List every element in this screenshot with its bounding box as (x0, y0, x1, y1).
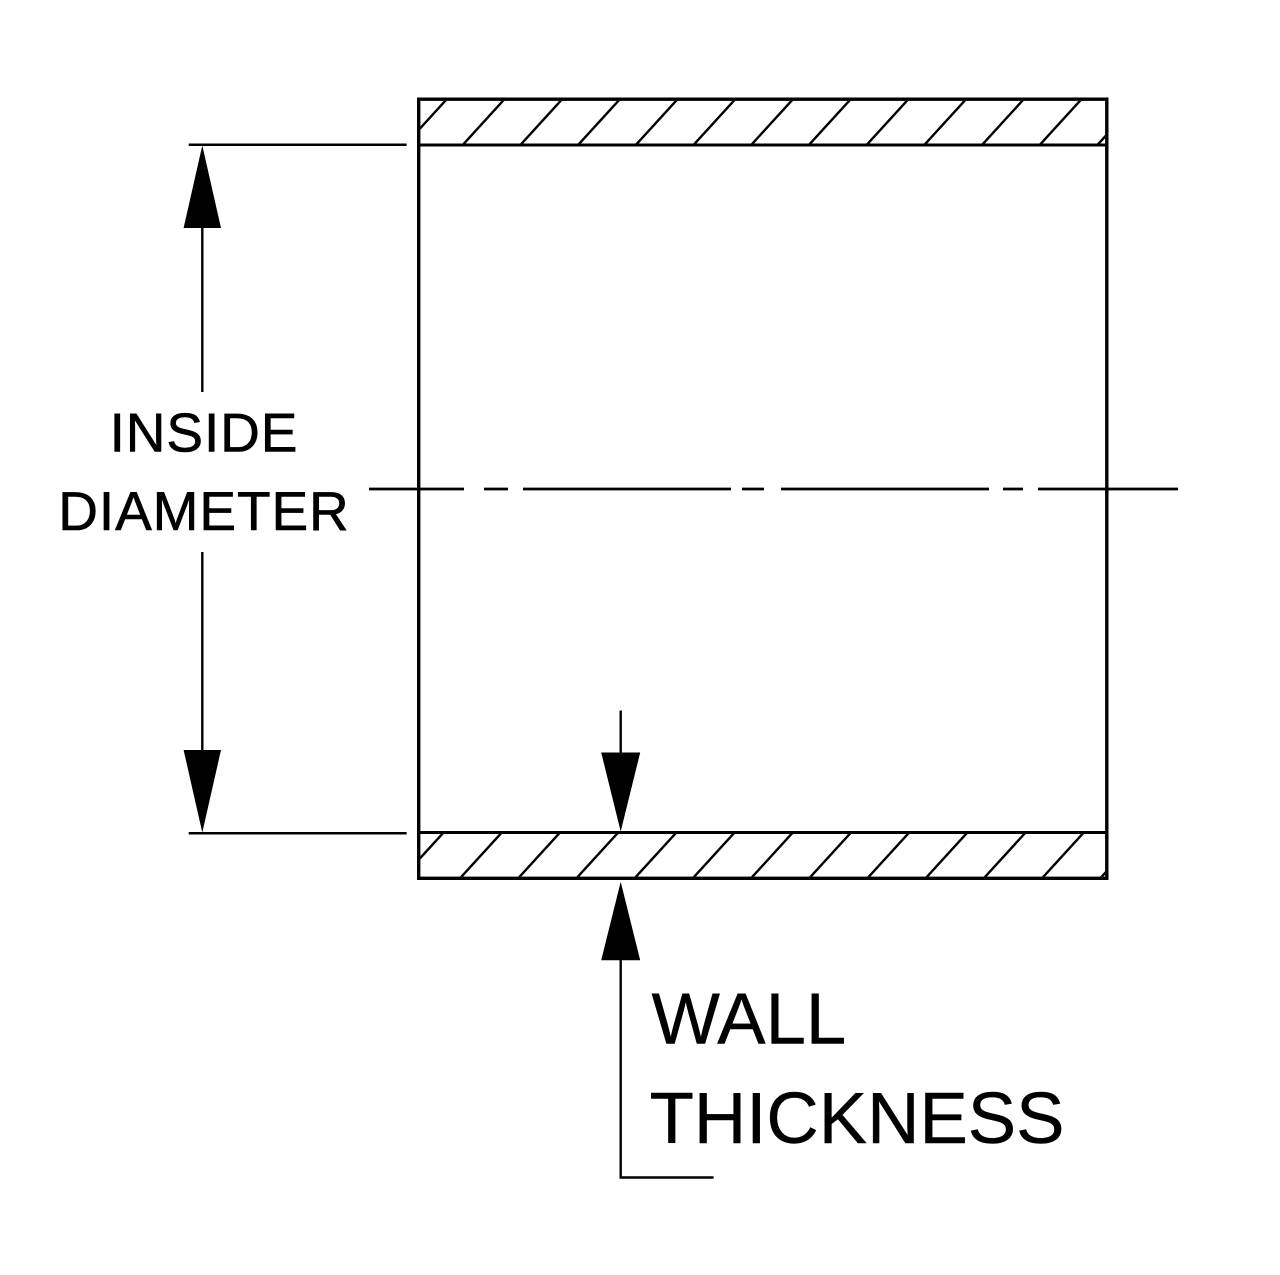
svg-text:THICKNESS: THICKNESS (650, 1078, 1065, 1159)
svg-text:WALL: WALL (652, 979, 847, 1060)
svg-text:DIAMETER: DIAMETER (58, 480, 349, 542)
svg-text:INSIDE: INSIDE (110, 402, 299, 464)
